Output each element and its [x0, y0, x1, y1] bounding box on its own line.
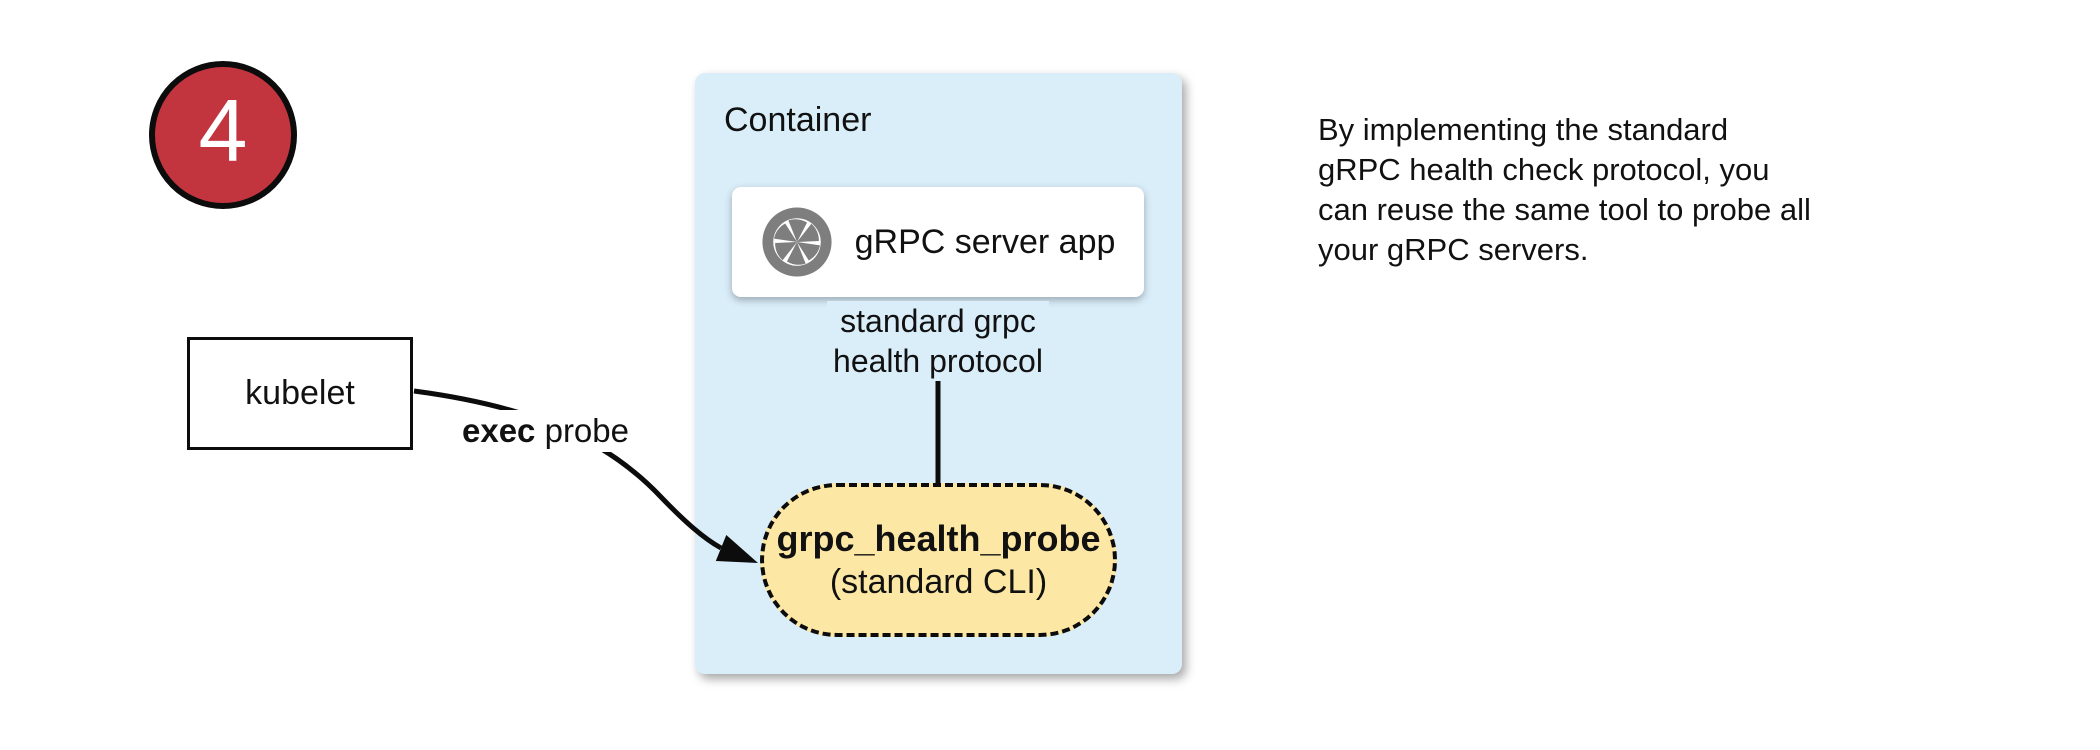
note-text: By implementing the standard gRPC health… [1318, 112, 1811, 267]
container-group: Container gRPC server app grpc_health_pr… [695, 73, 1182, 674]
kubelet-label: kubelet [245, 374, 355, 412]
grpc-server-app-label: gRPC server app [854, 222, 1116, 261]
exec-probe-label-rest: probe [535, 412, 629, 449]
step-badge: 4 [149, 61, 297, 209]
grpc-health-probe-subtitle: (standard CLI) [829, 563, 1048, 601]
exec-probe-label-bold: exec [462, 412, 536, 449]
grpc-health-probe-node: grpc_health_probe (standard CLI) [760, 483, 1117, 637]
exec-probe-arrow-label: exec probe [452, 410, 639, 452]
grpc-health-probe-title: grpc_health_probe [776, 518, 1101, 559]
health-protocol-arrow-label: standard grpc health protocol [827, 301, 1049, 381]
grpc-server-app-node: gRPC server app [732, 187, 1144, 297]
step-number: 4 [198, 81, 248, 180]
container-title: Container [724, 101, 872, 139]
kubelet-node: kubelet [187, 337, 413, 450]
aperture-icon [762, 207, 832, 277]
